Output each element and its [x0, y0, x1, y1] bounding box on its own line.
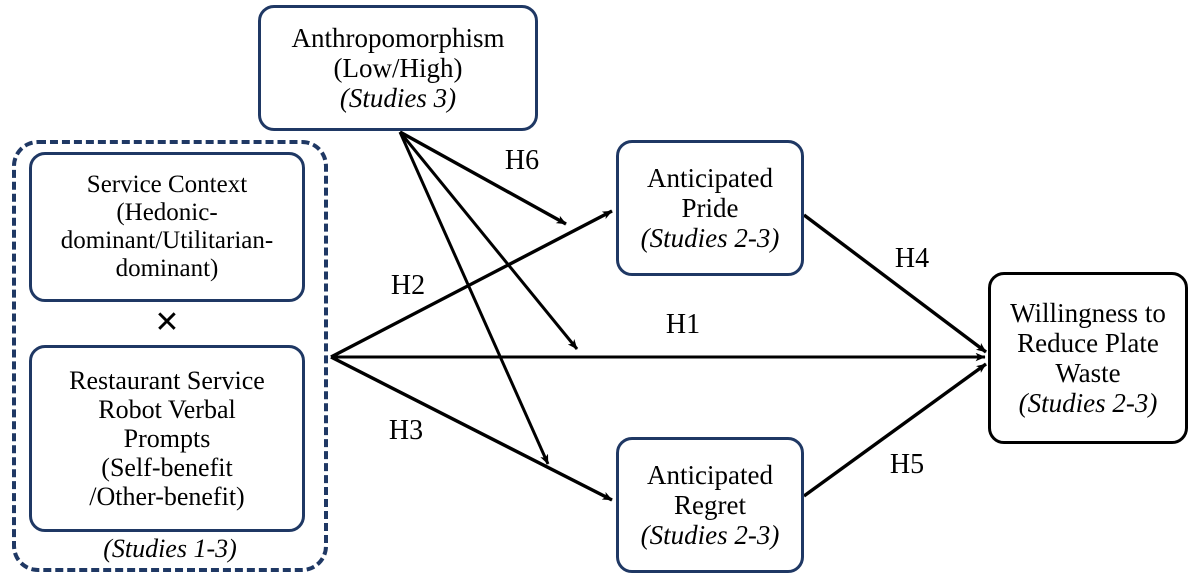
node-anticipated-regret-studies: (Studies 2-3): [640, 520, 780, 551]
node-robot-verbal-prompts[interactable]: Restaurant Service Robot Verbal Prompts …: [29, 345, 305, 532]
node-service-context[interactable]: Service Context (Hedonic- dominant/Utili…: [29, 152, 305, 302]
independent-variables-group: [12, 140, 328, 572]
hypothesis-label-h6: H6: [504, 145, 540, 176]
node-robot-verbal-prompts-line-3: (Self-benefit: [101, 453, 233, 483]
node-service-context-line-2: dominant/Utilitarian-: [60, 227, 274, 254]
node-anthropomorphism-line-1: (Low/High): [333, 52, 463, 83]
node-anthropomorphism-line-0: Anthropomorphism: [291, 22, 505, 53]
node-service-context-line-1: (Hedonic-: [116, 199, 218, 226]
node-willingness-to-reduce-plate-waste[interactable]: Willingness to Reduce Plate Waste (Studi…: [988, 272, 1188, 444]
node-robot-verbal-prompts-line-4: /Other-benefit): [89, 482, 245, 512]
interaction-operator-icon: ✕: [154, 306, 180, 339]
node-anthropomorphism[interactable]: Anthropomorphism (Low/High) (Studies 3): [258, 5, 538, 131]
node-anticipated-regret-line-1: Regret: [674, 489, 746, 520]
node-service-context-line-0: Service Context: [86, 171, 248, 198]
node-anticipated-pride-studies: (Studies 2-3): [640, 223, 780, 254]
node-robot-verbal-prompts-line-1: Robot Verbal: [98, 394, 236, 424]
node-willingness-line-0: Willingness to: [1010, 297, 1166, 328]
hypothesis-label-h2: H2: [390, 270, 426, 301]
arrow-h4: [802, 213, 988, 354]
node-willingness-studies: (Studies 2-3): [1018, 388, 1158, 419]
independent-variables-group-caption: (Studies 1-3): [103, 534, 237, 563]
node-robot-verbal-prompts-line-2: Prompts: [123, 423, 211, 453]
node-willingness-line-2: Waste: [1055, 358, 1121, 388]
node-anticipated-regret[interactable]: Anticipated Regret (Studies 2-3): [616, 437, 804, 573]
node-anticipated-pride[interactable]: Anticipated Pride (Studies 2-3): [616, 140, 804, 276]
hypothesis-label-h3: H3: [388, 415, 424, 446]
hypothesis-label-h5: H5: [889, 449, 925, 480]
node-anticipated-pride-line-1: Pride: [681, 192, 739, 223]
node-willingness-line-1: Reduce Plate: [1017, 327, 1159, 358]
hypothesis-label-h1: H1: [665, 309, 701, 340]
node-anthropomorphism-studies: (Studies 3): [339, 83, 457, 114]
node-anticipated-regret-line-0: Anticipated: [647, 459, 773, 490]
node-service-context-line-3: dominant): [115, 255, 219, 282]
node-anticipated-pride-line-0: Anticipated: [647, 162, 773, 193]
node-robot-verbal-prompts-line-0: Restaurant Service: [69, 365, 265, 395]
hypothesis-label-h4: H4: [894, 243, 930, 274]
